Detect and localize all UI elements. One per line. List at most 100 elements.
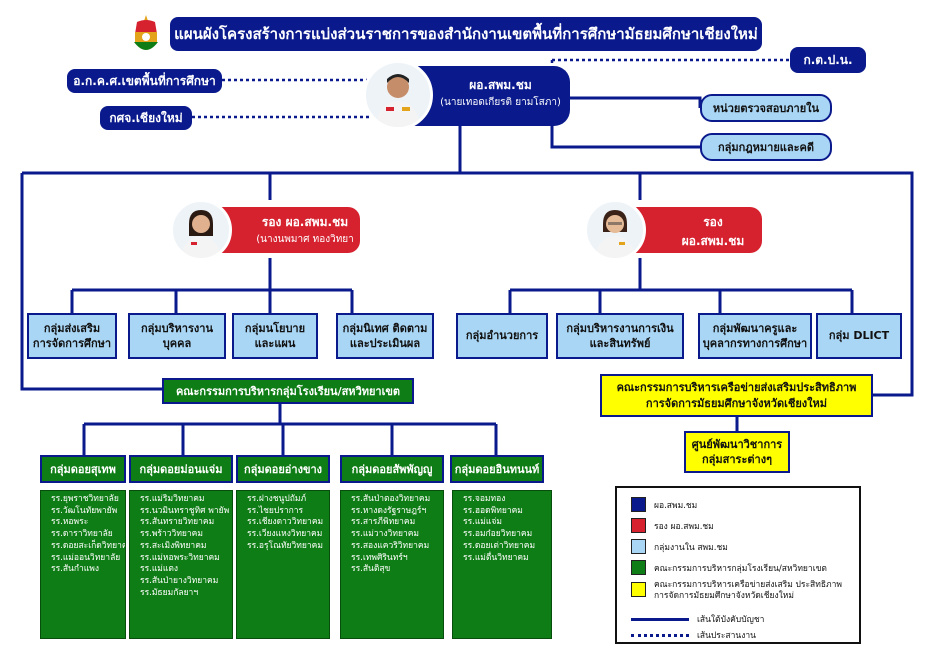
list-item: รร.เทพศิรินทร์ฯ [351, 552, 408, 563]
deputy-photo-1 [170, 199, 232, 261]
list-item: รร.อมก๋อยวิทยาคม [463, 529, 533, 540]
office-logo [131, 14, 161, 58]
school-list-suthep: รร.ยุพราชวิทยาลัยรร.วัฒโนทัยพายัพ รร.หอพ… [40, 490, 126, 639]
academic-center: ศูนย์พัฒนาวิชาการกลุ่มสาระต่างๆ [684, 431, 790, 473]
solid-line-sample [631, 617, 689, 621]
label-text: คณะกรรมการบริหารกลุ่มโรงเรียน/สหวิทยาเขต [654, 563, 827, 574]
label-text: กลุ่มนิเทศ ติดตาม [342, 321, 428, 335]
label-text: และแผน [254, 337, 296, 350]
label-text: กลุ่มพัฒนาครูและ [712, 321, 798, 335]
list-item: รร.แม่ตื่นวิทยาคม [463, 552, 529, 563]
legend-item-deputy: รอง ผอ.สพม.ชม [631, 518, 714, 533]
list-item: รร.แม่แตง [140, 564, 179, 575]
legend: ผอ.สพม.ชม รอง ผอ.สพม.ชม กลุ่มงานใน สพม.ช… [615, 486, 861, 644]
group-teacher-development: กลุ่มพัฒนาครูและบุคลากรทางการศึกษา [698, 313, 812, 359]
label-text: ผอ.สพม.ชม [654, 500, 698, 511]
list-item: รร.แม่แจ่ม [463, 517, 502, 528]
label-text: กลุ่มส่งเสริม [43, 321, 101, 335]
deputy-title-2: รอง ผอ.สพม.ชม [681, 215, 745, 248]
list-item: รร.ฝางชนูปถัมภ์ [247, 494, 307, 504]
list-item: รร.เชียงดาววิทยาคม [247, 517, 324, 528]
legend-swatch [631, 560, 646, 575]
legend-swatch [631, 582, 646, 597]
list-item: รร.แม่วางวิทยาคม [351, 529, 420, 540]
cluster-title-ang-khang: กลุ่มดอยอ่างขาง [236, 455, 330, 483]
label-text: คณะกรรมการบริหารเครือข่ายส่งเสริม ประสิท… [654, 580, 843, 590]
internal-audit-unit: หน่วยตรวจสอบภายใน [700, 94, 832, 122]
list-item: รร.มัธยมกัลยาฯ [140, 587, 199, 598]
group-policy-planning: กลุ่มนโยบายและแผน [232, 313, 318, 359]
list-item: รร.จอมทอง [463, 494, 506, 504]
label-text: การจัดการมัธยมศึกษาจังหวัดเชียงใหม่ [654, 591, 794, 602]
legend-item-coordination-line: เส้นประสานงาน [631, 628, 756, 642]
legend-item-network-committee: คณะกรรมการบริหารเครือข่ายส่งเสริม ประสิท… [631, 580, 842, 602]
deputy-box-1: รอง ผอ.สพม.ชม (นางนพมาศ ทองวิทยา [170, 199, 360, 261]
list-item: รร.สะเมิงพิทยาคม [140, 540, 207, 551]
akhs-box: อ.ก.ค.ศ.เขตพื้นที่การศึกษา [67, 69, 222, 93]
label-text: กลุ่มสาระต่างๆ [702, 453, 772, 466]
dotted-line-sample [631, 633, 689, 637]
deputy-photo-2 [584, 199, 646, 261]
legend-item-internal-group: กลุ่มงานใน สพม.ชม [631, 539, 728, 554]
list-item: รร.หอพระ [51, 517, 89, 528]
cluster-title-inthanon: กลุ่มดอยอินทนนท์ [450, 455, 544, 483]
cluster-title-mon-jam: กลุ่มดอยม่อนแจ่ม [129, 455, 233, 483]
label-text: เส้นประสานงาน [697, 631, 756, 641]
list-item: รร.ดาราวิทยาลัย [51, 529, 113, 540]
director-name: (นายเทอดเกียรติ ยามโสภา) [440, 97, 561, 108]
legend-swatch [631, 497, 646, 512]
school-list-mon-jam: รร.แม่ริมวิทยาคมรร.นวมินทราชูทิศ พายัพ ร… [129, 490, 233, 639]
school-list-ang-khang: รร.ฝางชนูปถัมภ์รร.ไชยปราการ รร.เชียงดาวว… [236, 490, 330, 639]
list-item: รร.ดอยเต่าวิทยาคม [463, 540, 536, 551]
label-text: ศูนย์พัฒนาวิชาการ [691, 437, 783, 451]
director-title: ผอ.สพม.ชม [469, 78, 532, 92]
label-text: กลุ่มบริหารงานการเงิน [566, 321, 674, 335]
page-title: แผนผังโครงสร้างการแบ่งส่วนราชการของสำนัก… [170, 17, 762, 51]
list-item: รร.พร้าววิทยาคม [140, 529, 203, 540]
legend-item-director: ผอ.สพม.ชม [631, 497, 697, 512]
deputy-box-2: รอง ผอ.สพม.ชม (นางรัตนา สิทธิราช) [584, 199, 762, 279]
school-list-inthanon: รร.จอมทองรร.ฮอดพิทยาคม รร.แม่แจ่มรร.อมก๋… [452, 490, 552, 639]
label-text: บุคคล [162, 337, 192, 350]
group-education-promotion: กลุ่มส่งเสริมการจัดการศึกษา [27, 313, 117, 359]
label-text: กลุ่มนโยบาย [244, 321, 306, 335]
list-item: รร.อรุโณทัยวิทยาคม [247, 540, 323, 551]
label-text: กลุ่มบริหารงาน [141, 321, 213, 335]
list-item: รร.ดอยสะเก็ดวิทยาคม [51, 540, 126, 551]
label-text: และประเมินผล [349, 337, 421, 350]
list-item: รร.เวียงแหงวิทยาคม [247, 529, 323, 540]
list-item: รร.สองแควริวิทยาคม [351, 540, 430, 551]
director-photo [363, 60, 433, 130]
legend-item-school-committee: คณะกรรมการบริหารกลุ่มโรงเรียน/สหวิทยาเขต [631, 560, 827, 575]
list-item: รร.สารภีพิทยาคม [351, 517, 416, 528]
deputy-name-1: (นางนพมาศ ทองวิทยา [256, 234, 354, 245]
legal-group: กลุ่มกฎหมายและคดี [700, 133, 832, 161]
group-supervision: กลุ่มนิเทศ ติดตามและประเมินผล [336, 313, 434, 359]
cluster-title-suthep: กลุ่มดอยสุเทพ [40, 455, 126, 483]
label-text: บุคลากรทางการศึกษา [702, 337, 808, 350]
group-finance: กลุ่มบริหารงานการเงินและสินทรัพย์ [556, 313, 684, 359]
list-item: รร.แม่ริมวิทยาคม [140, 494, 205, 504]
list-item: รร.สันป่าตองวิทยาคม [351, 494, 431, 504]
group-administration: กลุ่มอำนวยการ [456, 313, 548, 359]
label-text: การจัดการมัธยมศึกษาจังหวัดเชียงใหม่ [645, 396, 828, 410]
list-item: รร.แม่ออนวิทยาลัย [51, 552, 121, 563]
deputy-name-2: (นางรัตนา สิทธิราช) [679, 253, 747, 279]
school-cluster-committee: คณะกรรมการบริหารกลุ่มโรงเรียน/สหวิทยาเขต [162, 378, 414, 404]
network-committee: คณะกรรมการบริหารเครือข่ายส่งเสริมประสิทธ… [600, 374, 873, 417]
label-text: กลุ่ม DLICT [828, 329, 890, 343]
list-item: รร.แม่หอพระวิทยาคม [140, 552, 220, 563]
list-item: รร.ฮอดพิทยาคม [463, 505, 523, 516]
ktpn-box: ก.ต.ป.น. [790, 47, 866, 73]
director-box: ผอ.สพม.ชม (นายเทอดเกียรติ ยามโสภา) [363, 60, 570, 130]
group-dlict: กลุ่ม DLICT [816, 313, 902, 359]
list-item: รร.สันกำแพง [51, 564, 99, 575]
list-item: รร.สันทรายวิทยาคม [140, 517, 215, 528]
label-text: เส้นใต้บังคับบัญชา [697, 615, 765, 625]
list-item: รร.สันป่ายางวิทยาคม [140, 576, 219, 587]
label-text: กลุ่มอำนวยการ [465, 329, 539, 343]
group-personnel: กลุ่มบริหารงานบุคคล [128, 313, 226, 359]
list-item: รร.วัฒโนทัยพายัพ [51, 505, 118, 516]
legend-item-command-line: เส้นใต้บังคับบัญชา [631, 612, 764, 626]
